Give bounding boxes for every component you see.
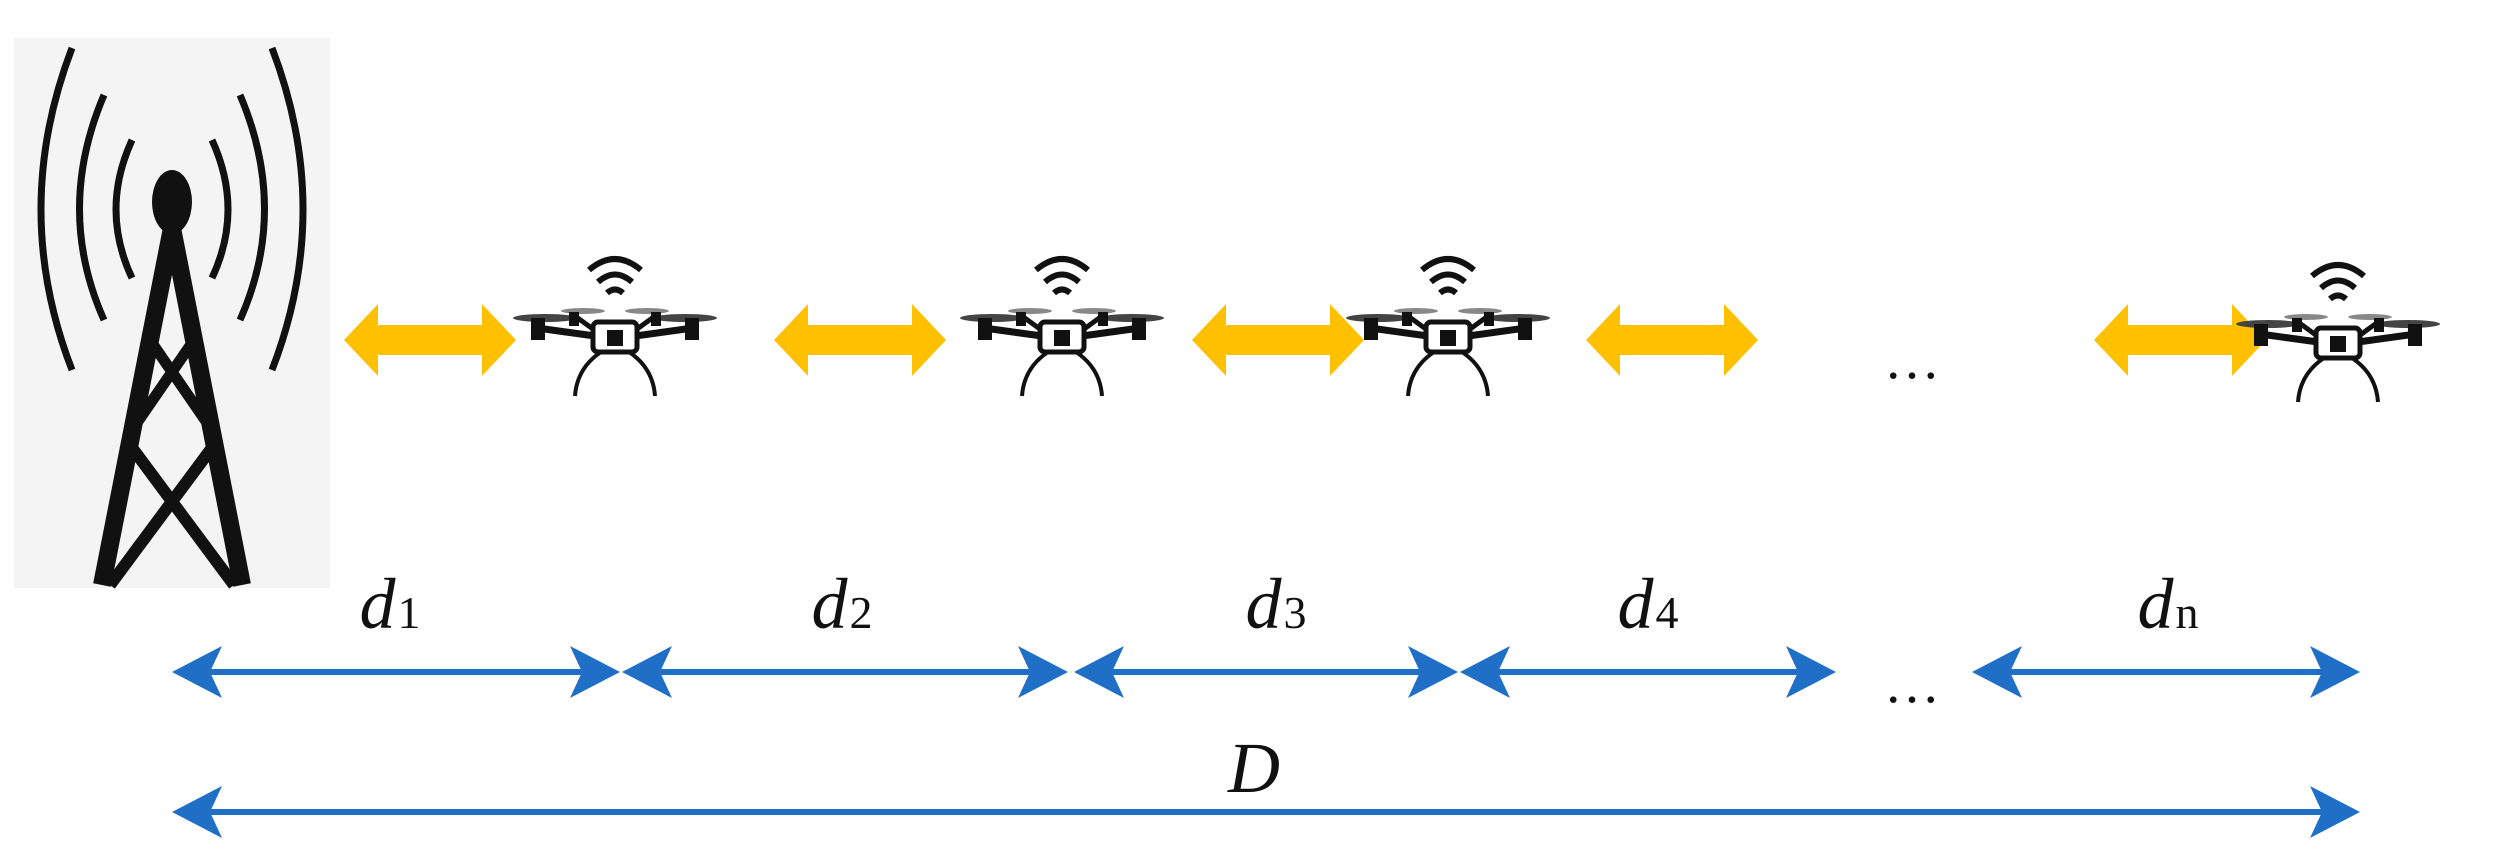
segment-label-main: d [1618,564,1655,644]
segment-label-main: d [360,564,397,644]
ellipsis-bottom: … [1884,653,1940,715]
segment-label-main: d [812,564,849,644]
drone-icon [2236,265,2440,402]
drone-icon [513,259,717,396]
drone-icon [960,259,1164,396]
segment-arrow-5 [1972,646,2360,698]
segment-label-main: d [2138,564,2175,644]
segment-label-sub: 1 [398,587,421,638]
link-arrow [2094,304,2266,376]
segment-arrow-2 [622,646,1068,698]
link-arrow [1192,304,1364,376]
segment-label-main: d [1246,564,1283,644]
segment-label-sub: n [2176,587,2199,638]
tower-icon [14,38,330,589]
segment-label: d2 [812,564,873,644]
ellipsis-top: … [1884,329,1940,391]
segment-label: d1 [360,564,421,644]
segment-arrow-1 [172,646,620,698]
drone-icon [1346,259,1550,396]
link-arrow [1586,304,1758,376]
total-distance-label: D [1227,728,1280,808]
segment-label-sub: 4 [1656,587,1679,638]
total-distance-arrow [172,786,2360,838]
segment-label: dn [2138,564,2199,644]
segment-label-sub: 3 [1284,587,1307,638]
link-arrow [774,304,946,376]
segment-label: d4 [1618,564,1679,644]
segment-arrow-4 [1460,646,1836,698]
link-arrow [344,304,516,376]
segment-label-sub: 2 [850,587,873,638]
segment-label: d3 [1246,564,1307,644]
segment-arrow-3 [1074,646,1458,698]
